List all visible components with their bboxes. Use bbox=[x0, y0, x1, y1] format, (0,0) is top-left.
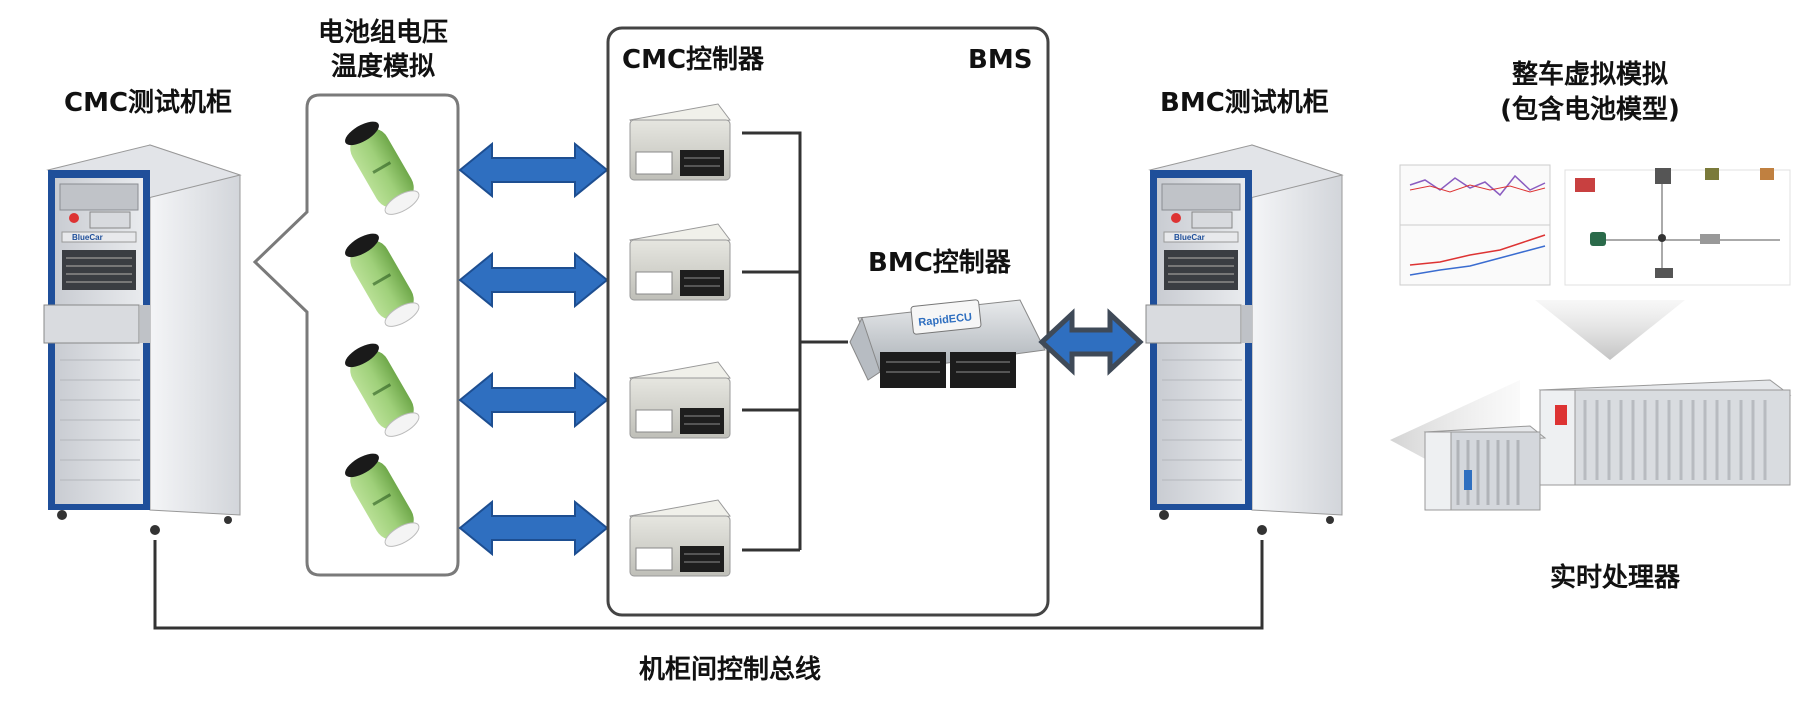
cmc-module-2 bbox=[629, 223, 731, 301]
bmc-cabinet-label: BMC测试机柜 bbox=[1160, 88, 1329, 118]
cmc-cabinet-label: CMC测试机柜 bbox=[64, 88, 233, 118]
bmc-test-cabinet: BlueCar bbox=[1145, 144, 1344, 535]
cmc-test-cabinet: BlueCar bbox=[43, 144, 242, 535]
ecu-brand-label: RapidECU bbox=[918, 311, 973, 329]
arrow-battery-cmc-1 bbox=[458, 141, 609, 199]
bms-label: BMS bbox=[968, 45, 1033, 75]
bms-box bbox=[606, 26, 1050, 617]
battery-cell-2 bbox=[345, 233, 420, 327]
vehicle-sim-label-line2: (包含电池模型) bbox=[1500, 95, 1680, 125]
cabinet-bus-label: 机柜间控制总线 bbox=[638, 655, 821, 685]
bmc-ecu: RapidECU bbox=[849, 299, 1046, 388]
cmc-module-1 bbox=[629, 103, 731, 181]
cmc-module-3 bbox=[629, 361, 731, 439]
vehicle-sim-label-line1: 整车虚拟模拟 bbox=[1511, 60, 1668, 90]
cabinet-brand-right: BlueCar bbox=[1174, 233, 1205, 242]
cmc-module-4 bbox=[629, 499, 731, 577]
arrow-battery-cmc-4 bbox=[458, 499, 609, 557]
cmc-bmc-connection-lines bbox=[742, 131, 848, 552]
realtime-processor-label: 实时处理器 bbox=[1549, 563, 1680, 593]
vehicle-sim-screen bbox=[1395, 160, 1795, 290]
projection-beam-down bbox=[1535, 300, 1685, 360]
battery-cell-1 bbox=[345, 121, 420, 215]
arrow-battery-cmc-3 bbox=[458, 371, 609, 429]
cabinet-brand-left: BlueCar bbox=[72, 233, 103, 242]
bmc-controller-label: BMC控制器 bbox=[868, 248, 1011, 278]
realtime-processor bbox=[1423, 379, 1792, 511]
arrow-battery-cmc-2 bbox=[458, 251, 609, 309]
battery-cell-4 bbox=[345, 453, 420, 547]
cmc-controller-label: CMC控制器 bbox=[622, 45, 765, 75]
battery-cell-3 bbox=[345, 343, 420, 437]
battery-sim-box bbox=[252, 93, 460, 577]
cabinet-bus-line bbox=[153, 540, 1264, 630]
battery-sim-label-line2: 温度模拟 bbox=[330, 52, 435, 82]
battery-sim-label-line1: 电池组电压 bbox=[317, 18, 448, 48]
arrow-bmc-cabinet bbox=[1038, 308, 1144, 376]
